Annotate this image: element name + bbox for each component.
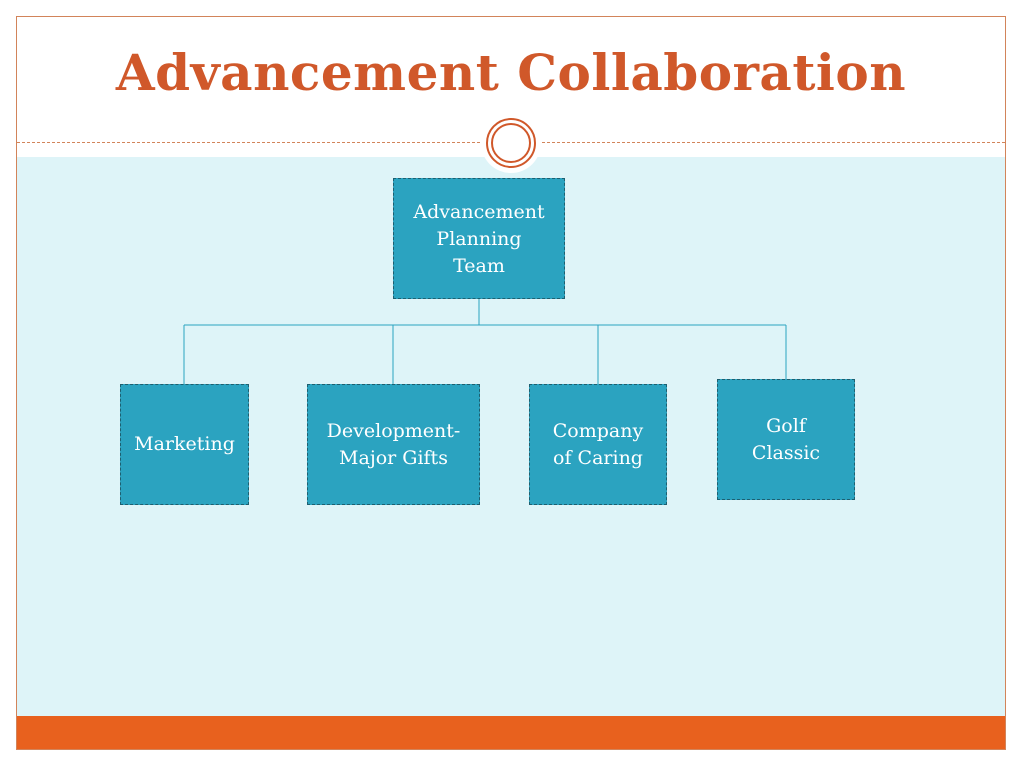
slide: Advancement Collaboration Advancement Pl… bbox=[16, 16, 1006, 750]
org-node-label: Advancement Planning Team bbox=[413, 201, 545, 277]
org-node-marketing: Marketing bbox=[120, 384, 249, 505]
footer-accent-bar bbox=[17, 716, 1005, 749]
org-node-advancement-planning-team: Advancement Planning Team bbox=[393, 178, 565, 299]
org-node-label: Development- Major Gifts bbox=[326, 420, 461, 469]
ornament-ring-inner bbox=[491, 123, 531, 163]
org-chart-connectors bbox=[183, 299, 787, 384]
org-node-label: Marketing bbox=[134, 433, 235, 455]
org-node-company-of-caring: Company of Caring bbox=[529, 384, 667, 505]
org-node-golf-classic: Golf Classic bbox=[717, 379, 855, 500]
org-node-development-major-gifts: Development- Major Gifts bbox=[307, 384, 480, 505]
org-node-label: Company of Caring bbox=[552, 420, 644, 469]
org-node-label: Golf Classic bbox=[751, 415, 821, 464]
slide-title: Advancement Collaboration bbox=[115, 43, 907, 102]
